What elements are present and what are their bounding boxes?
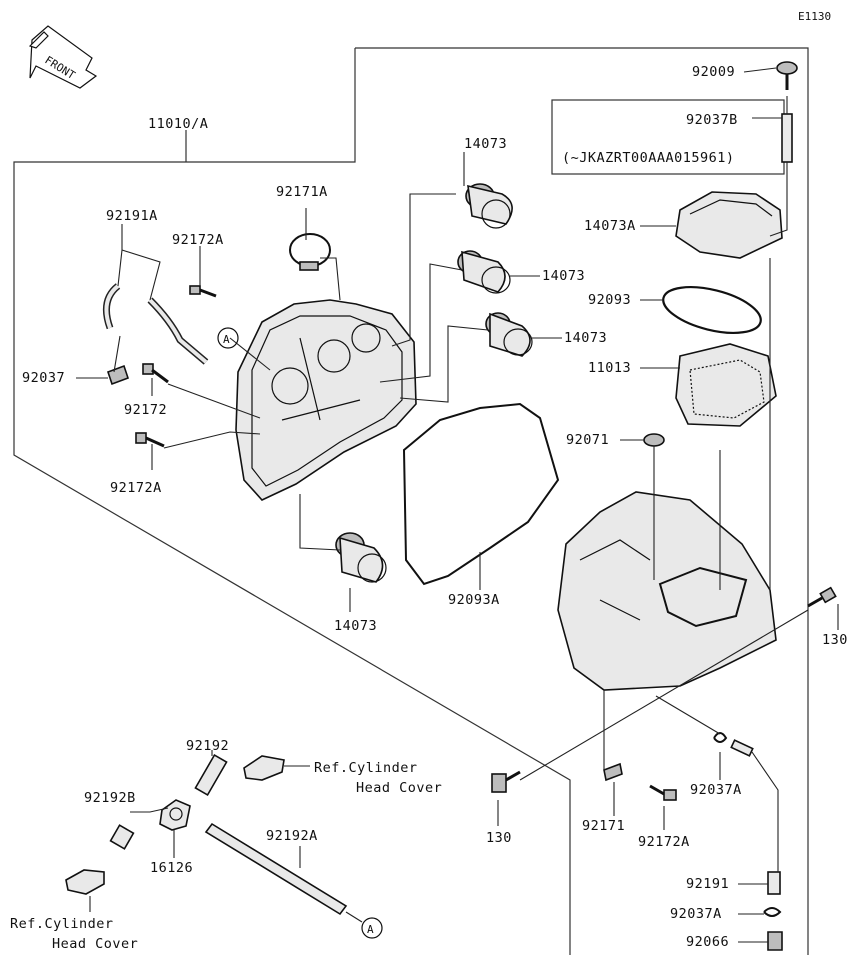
bolt-92172A-bot bbox=[649, 784, 677, 801]
plug-92066 bbox=[767, 931, 783, 951]
label-92191: 92191 bbox=[686, 876, 729, 892]
label-14073-a: 14073 bbox=[464, 136, 507, 152]
label-14073-d: 14073 bbox=[334, 618, 377, 634]
drain-tube-92191 bbox=[767, 871, 781, 895]
ref-cylinder-head-2-line2: Head Cover bbox=[52, 936, 138, 952]
label-14073A: 14073A bbox=[584, 218, 636, 234]
leader-lines bbox=[76, 67, 839, 943]
label-14073-b: 14073 bbox=[542, 268, 585, 284]
gasket-92093 bbox=[662, 286, 762, 334]
label-92071: 92071 bbox=[566, 432, 609, 448]
hose-92192 bbox=[194, 753, 228, 797]
diagram-code: E1130 bbox=[798, 10, 831, 23]
ref-cylinder-head-2-line1: Ref.Cylinder bbox=[10, 916, 114, 932]
svg-text:A: A bbox=[223, 333, 230, 346]
ref-marker-a-bottom: A bbox=[361, 917, 383, 939]
screw-92009 bbox=[776, 61, 798, 90]
label-92172A-mid: 92172A bbox=[110, 480, 162, 496]
clip-92037 bbox=[106, 364, 130, 386]
bolt-92172 bbox=[142, 363, 169, 384]
label-92009: 92009 bbox=[692, 64, 735, 80]
clamp-92171A bbox=[289, 233, 331, 271]
bracket-cyl-head-2 bbox=[65, 869, 105, 895]
label-16126: 16126 bbox=[150, 860, 193, 876]
hose-92192B bbox=[109, 824, 135, 850]
air-cleaner-cover bbox=[235, 299, 417, 501]
ref-cylinder-head-1-line2: Head Cover bbox=[356, 780, 442, 796]
label-92172: 92172 bbox=[124, 402, 167, 418]
bolt-92172A-mid bbox=[135, 432, 165, 448]
label-92037: 92037 bbox=[22, 370, 65, 386]
label-11010A: 11010/A bbox=[148, 116, 208, 132]
ref-marker-a-top: A bbox=[217, 327, 239, 349]
tube-92037A-drain bbox=[730, 739, 754, 757]
air-cleaner-housing bbox=[557, 491, 777, 691]
label-92037A-bot: 92037A bbox=[670, 906, 722, 922]
label-92192B: 92192B bbox=[84, 790, 136, 806]
label-92192A: 92192A bbox=[266, 828, 318, 844]
label-92093A: 92093A bbox=[448, 592, 500, 608]
label-92171: 92171 bbox=[582, 818, 625, 834]
label-92172A-bot: 92172A bbox=[638, 834, 690, 850]
label-92172A-top: 92172A bbox=[172, 232, 224, 248]
duct-14073-b bbox=[457, 250, 511, 294]
duct-14073-c bbox=[485, 312, 533, 357]
label-92192: 92192 bbox=[186, 738, 229, 754]
label-14073-c: 14073 bbox=[564, 330, 607, 346]
label-92066: 92066 bbox=[686, 934, 729, 950]
label-130-right: 130 bbox=[822, 632, 848, 648]
duct-14073-a bbox=[465, 183, 513, 229]
bolt-92172A-top bbox=[189, 285, 217, 298]
clip-92037A-mid bbox=[713, 732, 728, 743]
assembly-frame-line bbox=[355, 47, 809, 955]
label-92093: 92093 bbox=[588, 292, 631, 308]
label-92191A: 92191A bbox=[106, 208, 158, 224]
valve-16126 bbox=[159, 799, 191, 831]
label-92037B: 92037B bbox=[686, 112, 738, 128]
cover-14073A bbox=[675, 191, 783, 259]
label-92171A: 92171A bbox=[276, 184, 328, 200]
label-92037A-mid: 92037A bbox=[690, 782, 742, 798]
bolt-130-right bbox=[807, 586, 837, 608]
collar-92037B bbox=[781, 113, 793, 163]
bolt-130-left bbox=[491, 770, 521, 793]
gasket-92093A bbox=[402, 402, 560, 586]
vin-range-label: (~JKAZRT00AAA015961) bbox=[562, 150, 735, 166]
clip-92037A-bot bbox=[763, 907, 782, 917]
svg-text:A: A bbox=[367, 923, 374, 936]
front-arrow-icon: FRONT bbox=[28, 25, 98, 89]
grommet-92071 bbox=[643, 433, 665, 447]
label-130-left: 130 bbox=[486, 830, 512, 846]
filter-element-11013 bbox=[675, 343, 777, 427]
ref-cylinder-head-1-line1: Ref.Cylinder bbox=[314, 760, 418, 776]
hose-92192A bbox=[204, 822, 348, 916]
duct-14073-d bbox=[335, 532, 387, 583]
clamp-92171 bbox=[603, 762, 623, 782]
label-11013: 11013 bbox=[588, 360, 631, 376]
bracket-cyl-head-1 bbox=[243, 755, 285, 781]
